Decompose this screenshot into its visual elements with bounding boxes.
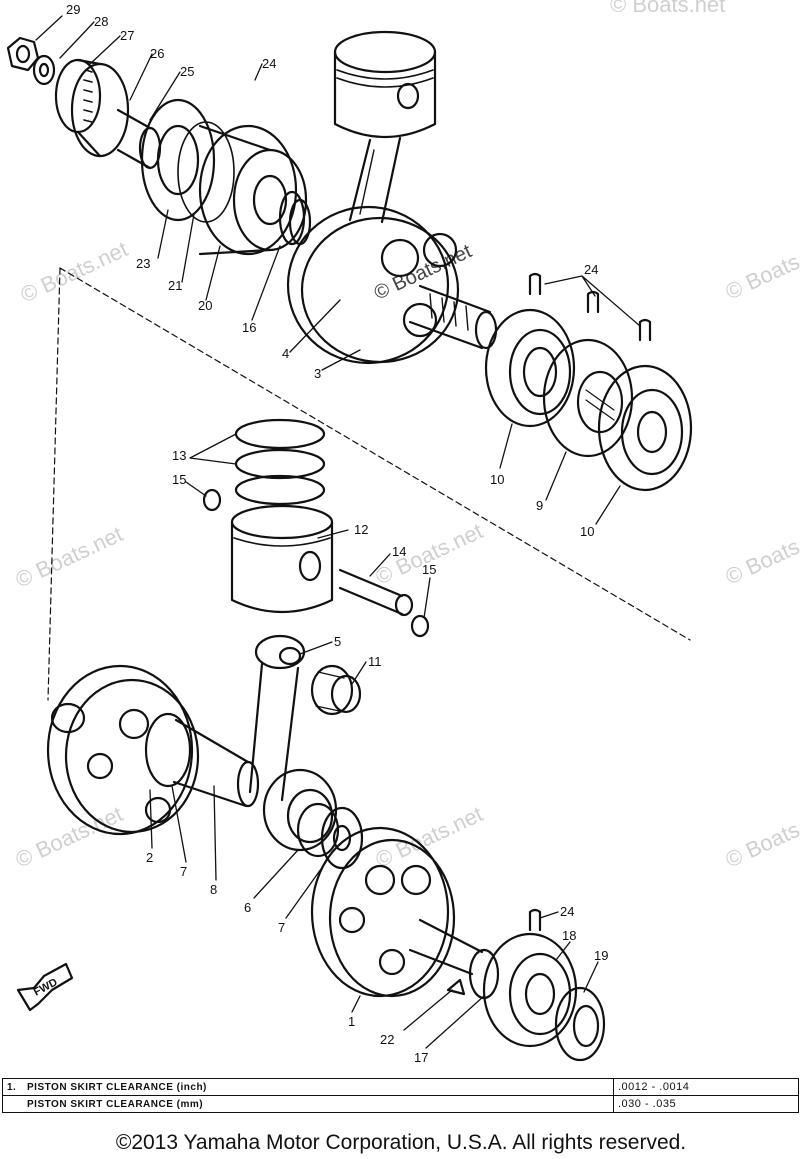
callout-5: 5: [334, 634, 341, 649]
fwd-arrow: FWD: [16, 962, 74, 1012]
spec-row: 1. PISTON SKIRT CLEARANCE (inch) .0012 -…: [2, 1078, 799, 1096]
callout-12: 12: [354, 522, 368, 537]
crank-assembly: [46, 634, 606, 1062]
spec-row-label: PISTON SKIRT CLEARANCE (inch): [23, 1078, 614, 1096]
callout-20: 20: [198, 298, 212, 313]
callout-15: 15: [172, 472, 186, 487]
watermark-text: © Boats.net: [17, 236, 132, 307]
callout-10: 10: [580, 524, 594, 539]
callout-24: 24: [560, 904, 574, 919]
callout-28: 28: [94, 14, 108, 29]
callout-25: 25: [180, 64, 194, 79]
callout-layer: 29 28 27 26 25 24 23 21 20 16 4 3 24 10 …: [66, 2, 608, 1065]
callout-1: 1: [348, 1014, 355, 1029]
callout-9: 9: [536, 498, 543, 513]
watermark-text: © Boats.net: [722, 233, 802, 304]
callout-11: 11: [368, 654, 382, 669]
watermark-text: © Boats.net: [12, 521, 127, 592]
watermark-text: © Boats.net: [610, 0, 725, 17]
callout-7: 7: [180, 864, 187, 879]
top-piston-assembly: [286, 30, 498, 365]
callout-29: 29: [66, 2, 80, 17]
right-bearing-cluster: [484, 272, 693, 492]
callout-24: 24: [262, 56, 276, 71]
watermark-text: © Boats.net: [372, 518, 487, 589]
callout-8: 8: [210, 882, 217, 897]
callout-7: 7: [278, 920, 285, 935]
left-shaft-parts: [6, 36, 312, 256]
callout-6: 6: [244, 900, 251, 915]
callout-2: 2: [146, 850, 153, 865]
callout-13: 13: [172, 448, 186, 463]
callout-17: 17: [414, 1050, 428, 1065]
spec-row: PISTON SKIRT CLEARANCE (mm) .030 - .035: [2, 1095, 799, 1113]
spec-row-label: PISTON SKIRT CLEARANCE (mm): [23, 1095, 614, 1113]
callout-3: 3: [314, 366, 321, 381]
spec-row-value: .030 - .035: [613, 1095, 799, 1113]
watermark-group: © Boats.net © Boats.net © Boats.net © Bo…: [12, 0, 802, 873]
copyright-notice: ©2013 Yamaha Motor Corporation, U.S.A. A…: [115, 1131, 687, 1154]
callout-26: 26: [150, 46, 164, 61]
callout-19: 19: [594, 948, 608, 963]
callout-27: 27: [120, 28, 134, 43]
assembly-dashed-line: [47, 267, 691, 701]
spec-row-number: [2, 1095, 23, 1113]
leader-lines: [35, 15, 641, 1049]
callout-14: 14: [392, 544, 406, 559]
callout-10: 10: [490, 472, 504, 487]
callout-23: 23: [136, 256, 150, 271]
callout-21: 21: [168, 278, 182, 293]
watermark-text: © Boats.net: [722, 518, 802, 589]
callout-15: 15: [422, 562, 436, 577]
callout-16: 16: [242, 320, 256, 335]
watermark-text: © Boats.net: [12, 801, 127, 872]
watermark-text: © Boats.net: [372, 801, 487, 872]
piston-group: [202, 418, 430, 638]
spec-row-value: .0012 - .0014: [613, 1078, 799, 1096]
watermark-text: © Boats.net: [722, 801, 802, 872]
callout-24: 24: [584, 262, 598, 277]
crankshaft-piston-exploded-diagram: © Boats.net © Boats.net © Boats.net © Bo…: [6, 0, 802, 1065]
spec-row-number: 1.: [2, 1078, 23, 1096]
callout-22: 22: [380, 1032, 394, 1047]
callout-18: 18: [562, 928, 576, 943]
spec-table: 1. PISTON SKIRT CLEARANCE (inch) .0012 -…: [2, 1078, 799, 1113]
callout-4: 4: [282, 346, 289, 361]
